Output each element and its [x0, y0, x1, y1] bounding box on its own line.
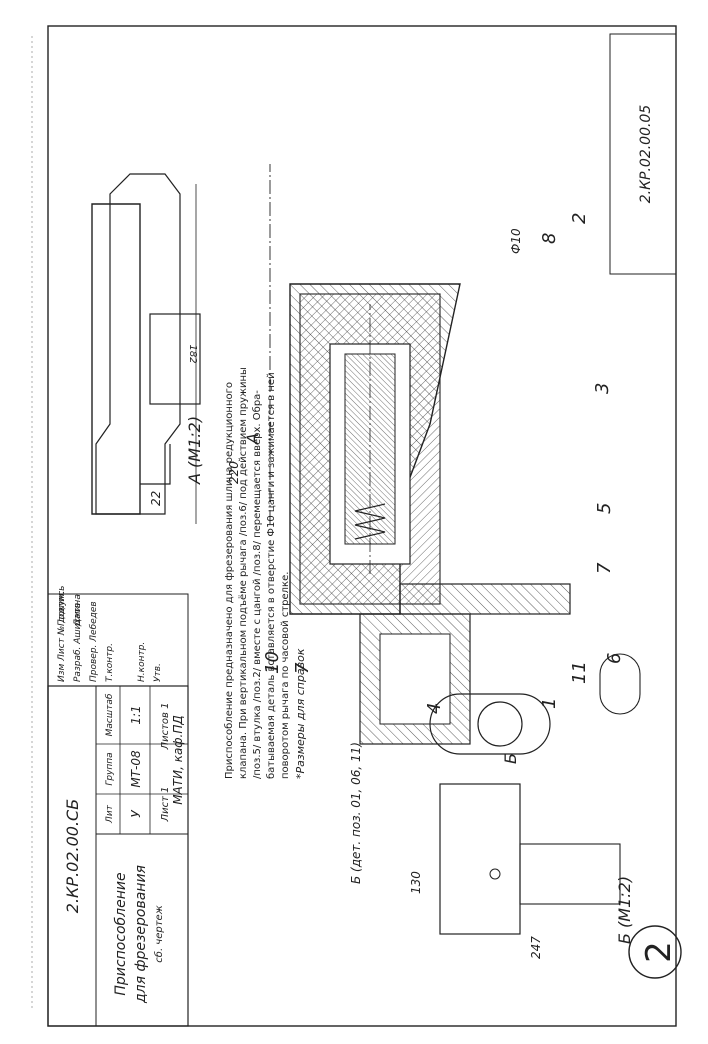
callout-11: 11	[569, 661, 590, 684]
tb-code: 2.КР.02.00.СБ	[63, 799, 82, 913]
note-line-4: батываемая деталь вставляется в отверсти…	[266, 372, 277, 779]
code-top: 2.КР.02.00.05	[638, 105, 654, 204]
tb-row-5: Н.контр.	[137, 642, 147, 682]
notes: Приспособление предназначено для фрезеро…	[224, 367, 307, 779]
tb-row-2: Провер. Лебедев	[89, 601, 99, 682]
tb-row-6: Утв.	[153, 663, 163, 682]
note-line-2: клапана. При вертикальном подъёме рычага…	[238, 367, 249, 779]
dim-247: 247	[529, 936, 543, 959]
tb-col-date: Дата	[73, 603, 83, 627]
dim-130: 130	[409, 871, 423, 894]
sheet-frame	[47, 25, 677, 1027]
code-box: 2.КР.02.00.05	[609, 33, 677, 275]
tb-name-3: сб. чертеж	[153, 905, 165, 962]
tb-row-0: Изм Лист № докум.	[57, 591, 67, 682]
view-b-note: Б (дет. поз. 01, 06, 11)	[349, 742, 363, 884]
tb-row-1: Разраб. Ашихмина	[73, 594, 83, 682]
callout-7a: 7	[594, 562, 615, 574]
note-line-5: поворотом рычага по часовой стрелке.	[280, 572, 291, 779]
tb-row-3: Т.контр.	[105, 643, 115, 682]
tb-lit-head: Лит	[105, 804, 115, 824]
callout-3: 3	[592, 383, 613, 394]
callout-8: 8	[539, 233, 560, 244]
spring	[354, 503, 386, 540]
note-ref: *Размеры для справок	[294, 648, 307, 779]
callout-6: 6	[604, 653, 625, 664]
tb-lit-val: У	[129, 810, 143, 818]
arrow-a-label: А	[243, 433, 262, 445]
sheet-number: 2	[628, 925, 682, 979]
note-line-3: /поз.5/ втулка /поз.2/ вместе с цангой /…	[252, 390, 263, 779]
note-line-1: Приспособление предназначено для фрезеро…	[224, 382, 235, 779]
callout-10: 10	[262, 651, 283, 674]
tb-mass-val: МТ-08	[129, 750, 143, 788]
view-b-parts	[429, 653, 641, 935]
callout-5: 5	[594, 503, 615, 514]
dimensions: Ф10 220 22 130 247	[149, 228, 543, 959]
arrow-b-label: Б	[501, 753, 520, 764]
tb-col-sign: Подпись	[57, 586, 67, 626]
tb-sheet: Лист 1	[160, 787, 171, 823]
title-rows: Изм Лист № докум. Разраб. Ашихмина Прове…	[47, 586, 189, 687]
tb-sheets: Листов 1	[160, 703, 171, 751]
callout-2: 2	[569, 213, 590, 224]
tb-name-2: для фрезерования	[133, 865, 149, 1004]
view-b-label: Б (М1:2)	[615, 876, 634, 944]
view-a-label: А (М1:2)	[185, 416, 204, 485]
tb-scale-head: Масштаб	[105, 693, 115, 736]
dim-22: 22	[149, 491, 163, 506]
tb-scale-val: 1:1	[129, 705, 143, 724]
dim-dia10: Ф10	[509, 228, 523, 254]
sheet-number-text: 2	[639, 941, 679, 963]
dim-182: 182	[187, 344, 198, 363]
dim-220: 220	[227, 461, 241, 484]
callout-7b: 7	[292, 662, 313, 674]
main-section	[289, 283, 571, 745]
tb-name-1: Приспособление	[113, 872, 129, 995]
title-block: 2.КР.02.00.СБ Приспособление для фрезеро…	[47, 685, 189, 1027]
tb-mass-head: Группа	[105, 752, 115, 785]
view-a-detail: 182	[95, 173, 198, 524]
callout-1: 1	[539, 698, 560, 709]
tb-org: МАТИ, каф.ПД	[171, 715, 185, 805]
